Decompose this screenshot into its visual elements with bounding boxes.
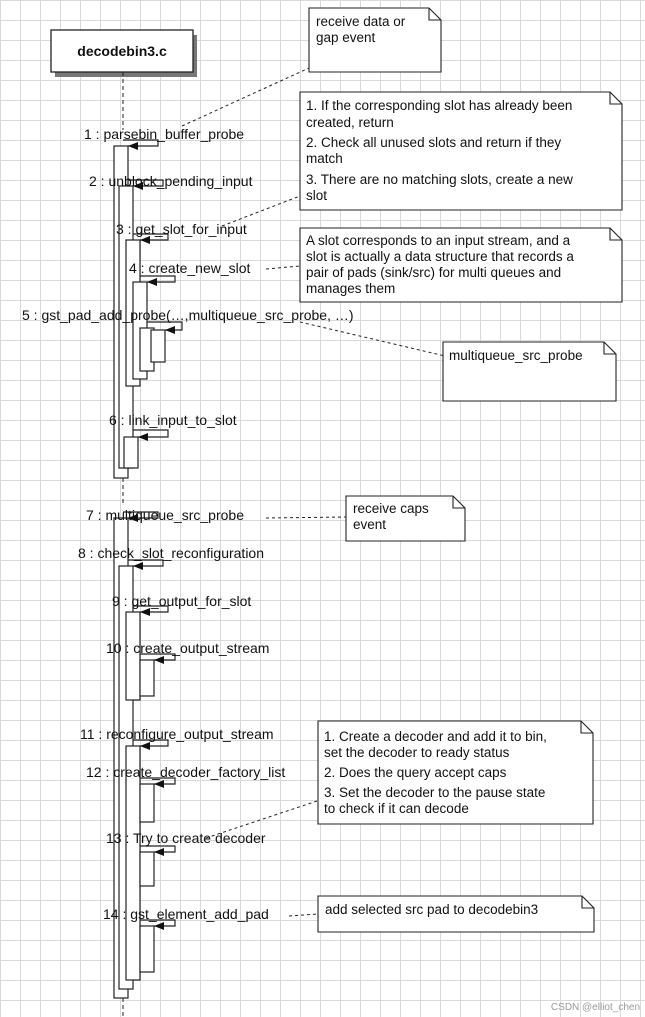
svg-text:slot: slot	[306, 188, 327, 203]
svg-text:3. Set the decoder to the paus: 3. Set the decoder to the pause state	[324, 785, 545, 800]
lifeline-title: decodebin3.c	[77, 43, 167, 59]
svg-text:match: match	[306, 151, 343, 166]
note-receive-data: receive data or gap event	[308, 7, 442, 73]
call-label-5: 5 : gst_pad_add_probe(…,multiqueue_src_p…	[22, 307, 354, 323]
call-label-7: 7 : multiqueue_src_probe	[86, 507, 244, 523]
lifeline-box	[50, 29, 194, 73]
svg-text:event: event	[353, 517, 386, 532]
svg-text:manages them: manages them	[306, 281, 395, 296]
call-label-13: 13 : Try to create decoder	[106, 830, 266, 846]
svg-text:created, return: created, return	[306, 115, 394, 130]
arrowheads	[128, 142, 175, 930]
note-get-slot-for-input: 1. If the corresponding slot has already…	[299, 91, 623, 211]
svg-text:slot is actually a data struct: slot is actually a data structure that r…	[306, 249, 574, 264]
call-label-6: 6 : link_input_to_slot	[109, 412, 237, 428]
svg-text:set the decoder to ready statu: set the decoder to ready status	[324, 745, 510, 760]
call-label-11: 11 : reconfigure_output_stream	[80, 726, 274, 742]
call-label-14: 14 : gst_element_add_pad	[103, 906, 269, 922]
svg-text:1. Create a decoder and add it: 1. Create a decoder and add it to bin,	[324, 729, 547, 744]
note-slot-definition: A slot corresponds to an input stream, a…	[299, 227, 623, 303]
svg-text:add selected src pad to decode: add selected src pad to decodebin3	[325, 902, 538, 917]
watermark: CSDN @elliot_chen	[551, 1002, 640, 1013]
svg-text:gap event: gap event	[316, 30, 376, 45]
note-multiqueue-src-probe: multiqueue_src_probe	[442, 341, 617, 402]
activation-bars-group-1	[113, 145, 166, 479]
svg-text:3. There are no matching slots: 3. There are no matching slots, create a…	[306, 172, 573, 187]
activation-bars-group-2	[113, 517, 155, 999]
note-add-src-pad: add selected src pad to decodebin3	[317, 895, 595, 933]
call-label-1: 1 : parsebin_buffer_probe	[84, 126, 244, 142]
svg-text:A slot corresponds to an input: A slot corresponds to an input stream, a…	[306, 233, 571, 248]
svg-text:multiqueue_src_probe: multiqueue_src_probe	[449, 348, 583, 363]
call-label-4: 4 : create_new_slot	[129, 260, 251, 276]
call-label-3: 3 : get_slot_for_input	[116, 221, 247, 237]
call-label-8: 8 : check_slot_reconfiguration	[78, 545, 264, 561]
call-label-12: 12 : create_decoder_factory_list	[86, 764, 285, 780]
svg-text:receive caps: receive caps	[353, 501, 429, 516]
note-receive-caps: receive caps event	[345, 495, 466, 542]
call-labels: 1 : parsebin_buffer_probe 2 : unblock_pe…	[22, 126, 354, 922]
svg-text:2. Check all unused slots and: 2. Check all unused slots and return if …	[306, 135, 561, 150]
svg-text:2. Does the query accept caps: 2. Does the query accept caps	[324, 765, 507, 780]
svg-text:receive data or: receive data or	[316, 14, 406, 29]
svg-text:1. If the corresponding slot h: 1. If the corresponding slot has already…	[306, 98, 572, 113]
svg-text:pair of pads (sink/src) for mu: pair of pads (sink/src) for multi queues…	[306, 265, 561, 280]
call-label-9: 9 : get_output_for_slot	[112, 593, 251, 609]
note-connectors	[181, 67, 446, 917]
svg-text:to check if it can decode: to check if it can decode	[324, 801, 469, 816]
note-create-decoder: 1. Create a decoder and add it to bin, s…	[317, 720, 594, 825]
call-label-2: 2 : unblock_pending_input	[89, 173, 253, 189]
call-label-10: 10 : create_output_stream	[106, 640, 269, 656]
